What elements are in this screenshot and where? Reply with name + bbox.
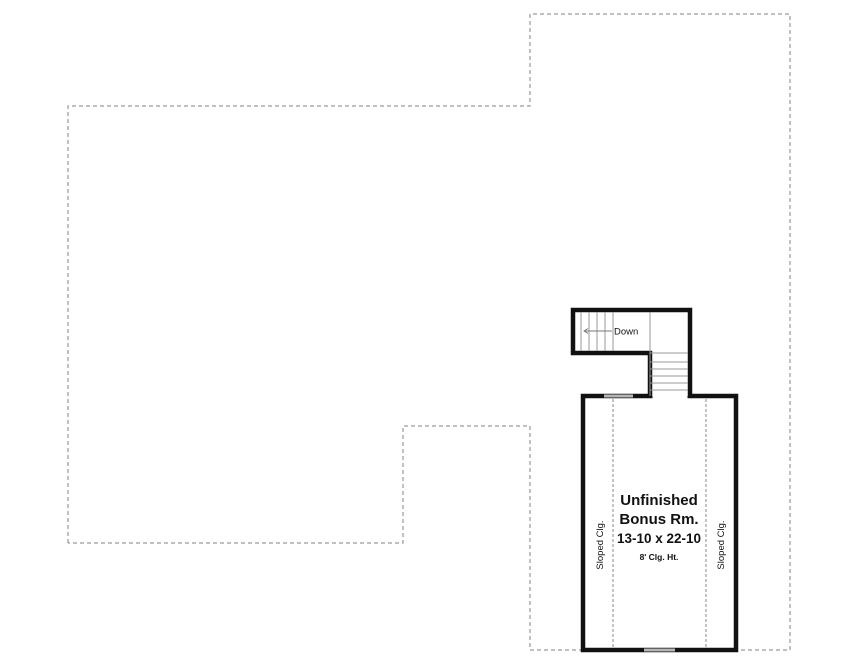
stair-arrow-icon xyxy=(583,328,612,334)
left-sloped-ceiling-label: Sloped Clg. xyxy=(595,520,606,569)
room-name-line2: Bonus Rm. xyxy=(619,511,698,528)
stair-treads-lower xyxy=(649,353,688,396)
stair-opening-mask xyxy=(652,392,688,400)
stair-down-label: Down xyxy=(614,327,638,338)
right-sloped-ceiling-label: Sloped Clg. xyxy=(716,520,727,569)
room-name-line1: Unfinished xyxy=(620,492,698,509)
room-dimensions: 13-10 x 22-10 xyxy=(617,531,701,546)
stair-treads-upper xyxy=(580,312,688,354)
room-ceiling-height: 8' Clg. Ht. xyxy=(640,552,679,562)
lower-floor-outline xyxy=(67,13,791,651)
bonus-room-label: Unfinished Bonus Rm. 13-10 x 22-10 8' Cl… xyxy=(617,492,701,562)
